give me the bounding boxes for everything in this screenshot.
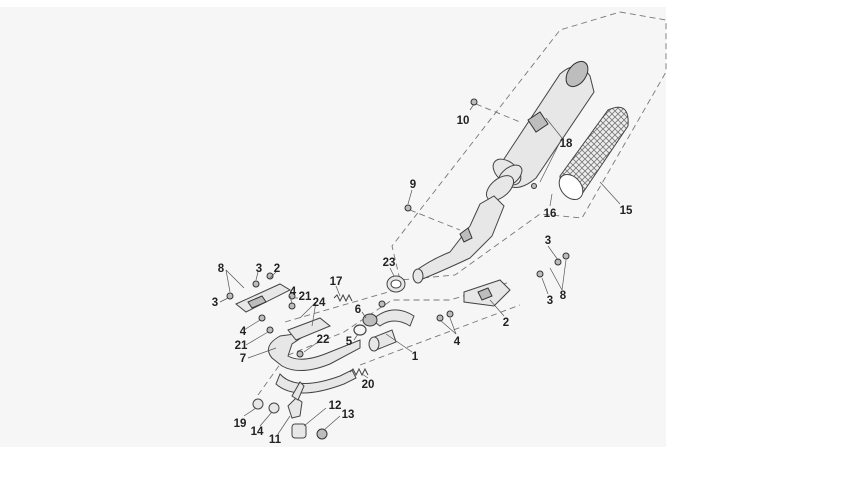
bolt-8-right: [562, 252, 570, 260]
bolt-2-left: [266, 272, 274, 280]
nut-4-right-b: [436, 314, 444, 322]
header-pipe: [267, 317, 361, 394]
callout-labels: 8 3 2 3 4 4 21 24 21 7 17 23 6 5 22 1 20…: [212, 115, 633, 446]
o-ring-5: [353, 324, 367, 336]
callout-2-right: 2: [503, 317, 509, 329]
muffler-group-outline: [391, 11, 667, 281]
callout-21-top: 21: [299, 291, 312, 303]
sensor-22: [296, 350, 304, 358]
axis-line-2: [359, 304, 521, 366]
callout-17: 17: [330, 276, 343, 288]
collector-pipe: [362, 309, 415, 352]
callout-5: 5: [346, 336, 353, 348]
callout-10: 10: [457, 115, 470, 127]
mount-bracket: [287, 381, 305, 419]
axis-line-4: [475, 103, 521, 123]
callout-7: 7: [240, 353, 246, 365]
callout-3-right: 3: [547, 295, 553, 307]
axis-line-3: [409, 209, 461, 231]
gasket-ring: [485, 175, 515, 201]
callout-4-top: 4: [290, 286, 297, 298]
mid-pipe: [412, 195, 505, 284]
nut-4-left: [258, 314, 266, 322]
washer-3-right-b: [554, 258, 562, 266]
callout-24: 24: [313, 297, 326, 309]
callout-1: 1: [412, 351, 419, 363]
callout-21-left: 21: [235, 340, 248, 352]
nut-19: [252, 398, 264, 410]
spring-17: [333, 293, 353, 303]
axis-line-1: [284, 289, 396, 323]
callout-12: 12: [329, 400, 342, 412]
callout-14: 14: [251, 426, 264, 438]
rubber-mount-12: [291, 423, 307, 439]
bolt-10: [470, 98, 478, 106]
bolt-3-left: [226, 292, 234, 300]
callout-13: 13: [342, 409, 355, 421]
nut-4-right: [446, 310, 454, 318]
washer-3-right: [536, 270, 544, 278]
callout-2-left: 2: [274, 263, 280, 275]
washer-3-left: [252, 280, 260, 288]
callout-3-left: 3: [212, 297, 218, 309]
callout-3-top: 3: [256, 263, 262, 275]
callout-4-right: 4: [454, 336, 461, 348]
callout-22: 22: [317, 334, 330, 346]
washer-14: [268, 402, 280, 414]
callout-8-left: 8: [218, 263, 225, 275]
rivet-18: [531, 183, 537, 189]
callout-11: 11: [269, 434, 282, 446]
callout-9: 9: [410, 179, 416, 191]
leader-lines: [219, 103, 621, 435]
callout-6: 6: [355, 304, 361, 316]
muffler-packing: [558, 106, 629, 201]
callout-23: 23: [383, 257, 396, 269]
diagram-background: [0, 7, 666, 447]
bolt-13: [316, 428, 328, 440]
callout-18: 18: [560, 138, 573, 150]
callout-4-left: 4: [240, 326, 247, 338]
spring-20: [349, 367, 369, 377]
bolt-9: [404, 204, 412, 212]
callout-15: 15: [620, 205, 633, 217]
callout-20: 20: [362, 379, 375, 391]
callout-3-right-top: 3: [545, 235, 551, 247]
callout-8-right: 8: [560, 290, 567, 302]
callout-19: 19: [234, 418, 247, 430]
stud-21-a: [266, 326, 274, 334]
bolt-6: [378, 300, 386, 308]
callout-16: 16: [544, 208, 557, 220]
